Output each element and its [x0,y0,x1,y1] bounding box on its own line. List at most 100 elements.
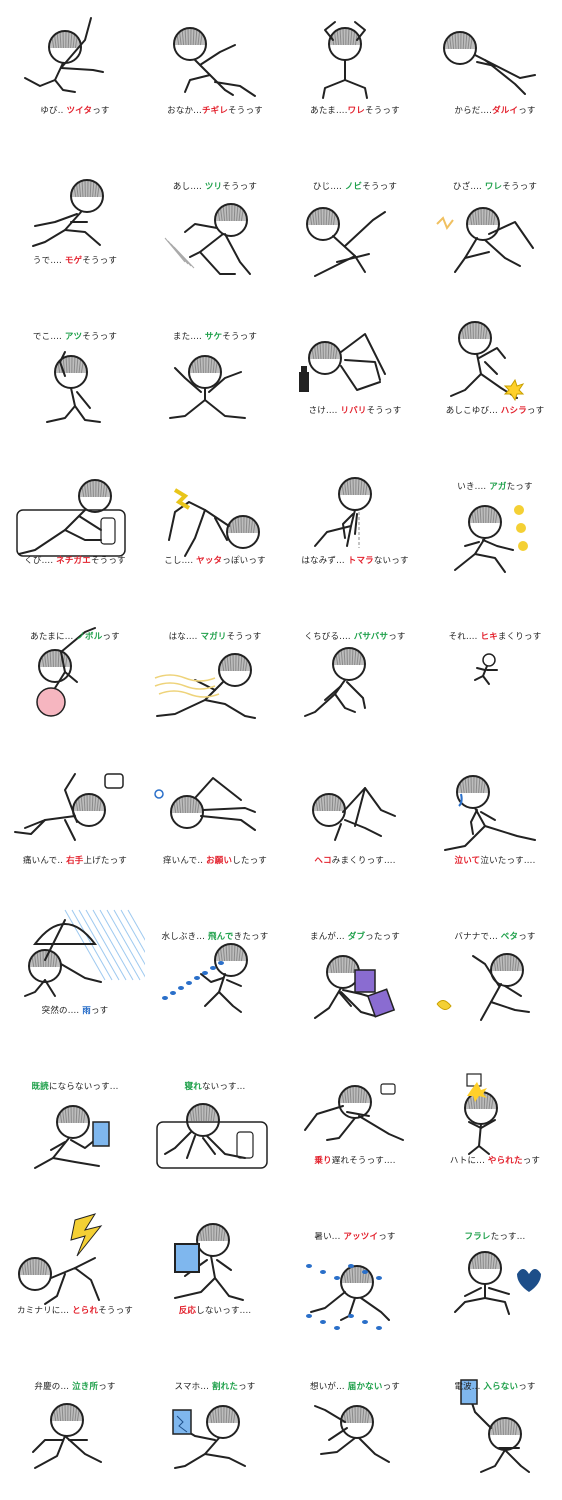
caption-segment: それ.... [448,632,481,642]
sticker-cell[interactable]: 乗り遅れそうっす.... [285,1050,425,1200]
stick-figure-icon [164,203,251,275]
sticker-cell[interactable]: ハトに... やられたっす [425,1050,562,1200]
caption-segment: おなか... [167,106,202,116]
sticker-cell[interactable]: はな.... マガリそうっす [145,600,285,750]
caption-segment: 上げたっす [83,856,127,866]
sticker-cell[interactable]: うで.... モゲそうっす [5,150,145,300]
caption-segment: バサバサ [353,632,389,642]
sticker-caption: 想いが... 届かないっす [285,1380,425,1392]
sticker-cell[interactable]: 泣いて泣いたっす.... [425,750,562,900]
caption-segment: ったっす [365,932,400,942]
sticker-cell[interactable]: 痒いんで.. お願いしたっす [145,750,285,900]
sticker-cell[interactable]: 暑い... アッツイっす [285,1200,425,1350]
sticker-cell[interactable]: 想いが... 届かないっす [285,1350,425,1500]
sticker-cell[interactable]: 弁慶の... 泣き所っす [5,1350,145,1500]
sticker-cell[interactable]: はなみず... トマラないっす [285,450,425,600]
caption-segment: 突然の.... [41,1006,83,1016]
caption-segment: ヘコ [314,856,332,866]
stick-figure-icon [156,1103,268,1169]
sticker-cell[interactable]: それ.... ヒキまくりっす [425,600,562,750]
sticker-cell[interactable]: スマホ... 割れたっす [145,1350,285,1500]
sticker-cell[interactable]: くちびる.... バサバサっす [285,600,425,750]
sticker-caption: 寝れないっす... [145,1080,285,1092]
sticker-cell[interactable]: くび.... ネチガエそうっす [5,450,145,600]
stick-figure-icon [304,647,366,717]
sticker-cell[interactable]: 電波... 入らないっす [425,1350,562,1500]
caption-segment: っす [518,932,536,942]
caption-segment: チギレ [201,106,229,116]
sticker-cell[interactable]: 既読にならないっす... [5,1050,145,1200]
sticker-cell[interactable]: こし.... ヤッタっぽいっす [145,450,285,600]
sticker-caption: フラレたっす... [425,1230,562,1242]
sticker-cell[interactable]: いき.... アガたっす [425,450,562,600]
caption-segment: そうっす [82,332,118,342]
sticker-cell[interactable]: からだ....ダルイっす [425,0,562,150]
sticker-cell[interactable]: 水しぶき... 飛んできたっす [145,900,285,1050]
sticker-cell[interactable]: あたまに... ノボルっす [5,600,145,750]
sticker-cell[interactable]: さけ.... リバリそうっす [285,300,425,450]
caption-segment: 泣いたっす.... [480,856,536,866]
sticker-caption: スマホ... 割れたっす [145,1380,285,1392]
sticker-caption: 泣いて泣いたっす.... [425,854,562,866]
sticker-cell[interactable]: カミナリに... とられそうっす [5,1200,145,1350]
sticker-caption: ひざ.... ワレそうっす [425,180,562,192]
sticker-caption: ゆび.. ツイタっす [5,104,145,116]
sticker-cell[interactable]: ひざ.... ワレそうっす [425,150,562,300]
sticker-cell[interactable]: また.... サケそうっす [145,300,285,450]
sticker-cell[interactable]: あし.... ツリそうっす [145,150,285,300]
caption-segment: ネチガエ [56,556,91,566]
sticker-cell[interactable]: フラレたっす... [425,1200,562,1350]
sticker-caption: あたまに... ノボルっす [5,630,145,642]
stick-figure-icon [444,775,536,851]
sticker-caption: あたま....ワレそうっす [285,104,425,116]
sticker-caption: 電波... 入らないっす [425,1380,562,1392]
caption-segment: ヒキ [480,632,498,642]
sticker-cell[interactable]: 突然の.... 雨っす [5,900,145,1050]
sticker-cell[interactable]: バナナで... ベタっす [425,900,562,1050]
sticker-caption: ひじ.... ノビそうっす [285,180,425,192]
caption-segment: しないっす.... [196,1306,252,1316]
caption-segment: っぽいっす [222,556,266,566]
sticker-cell[interactable]: おなか...チギレそうっす [145,0,285,150]
caption-segment: 反応 [178,1306,197,1316]
sticker-cell[interactable]: ひじ.... ノビそうっす [285,150,425,300]
sticker-cell[interactable]: でこ.... アツそうっす [5,300,145,450]
caption-segment: 寝れ [184,1082,202,1092]
caption-segment: ノボル [76,632,103,642]
stick-figure-icon [436,207,534,273]
caption-segment: 割れた [211,1382,239,1392]
sticker-caption: それ.... ヒキまくりっす [425,630,562,642]
stick-figure-icon [460,1379,530,1473]
sticker-cell[interactable]: まんが... ダブったっす [285,900,425,1050]
sticker-cell[interactable]: 反応しないっす.... [145,1200,285,1350]
sticker-cell[interactable]: 痛いんで.. 右手上げたっす [5,750,145,900]
stick-figure-icon [24,17,104,93]
caption-segment: また.... [172,332,205,342]
caption-segment: ダルイ [492,106,519,116]
sticker-caption: おなか...チギレそうっす [145,104,285,116]
stick-figure-icon [322,21,368,99]
sticker-cell[interactable]: ヘコみまくりっす.... [285,750,425,900]
sticker-caption: カミナリに... とられそうっす [5,1304,145,1316]
sticker-cell[interactable]: あたま....ワレそうっす [285,0,425,150]
stick-figure-icon [464,1073,498,1155]
stick-figure-icon [312,787,396,841]
stick-figure-icon [454,505,528,573]
caption-segment: さけ.... [308,406,341,416]
stick-figure-icon [34,1105,110,1169]
caption-segment: ないっす [373,556,409,566]
caption-segment: やられた [487,1156,523,1166]
caption-segment: 痛いんで.. [22,856,67,866]
sticker-cell[interactable]: 寝れないっす... [145,1050,285,1200]
sticker-cell[interactable]: ゆび.. ツイタっす [5,0,145,150]
stick-figure-icon [306,207,386,277]
sticker-caption: 弁慶の... 泣き所っす [5,1380,145,1392]
caption-segment: 泣き所 [72,1382,99,1392]
caption-segment: 想いが... [310,1382,348,1392]
stick-figure-icon [36,627,96,717]
sticker-cell[interactable]: あしこゆび... ハシラっす [425,300,562,450]
caption-segment: 届かない [347,1382,383,1392]
caption-segment: アツ [64,332,83,342]
caption-segment: っす [98,1382,116,1392]
caption-segment: そうっす [90,556,126,566]
